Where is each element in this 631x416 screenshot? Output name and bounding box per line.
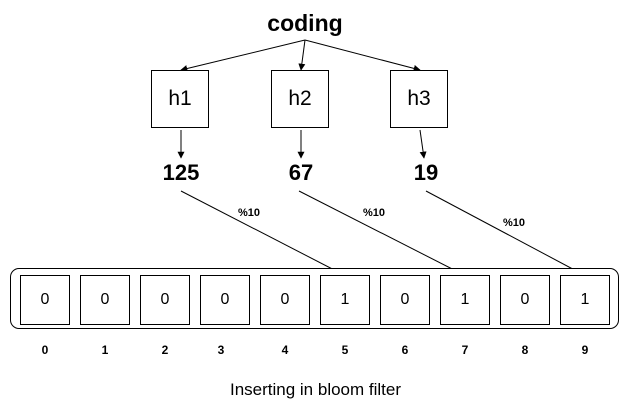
bit-index-2: 2 [161, 343, 169, 357]
hash-function-label: h1 [168, 87, 192, 110]
bit-index-5: 5 [341, 343, 349, 357]
bit-cell-2: 0 [140, 275, 190, 325]
bit-cell-5: 1 [320, 275, 370, 325]
arrow-h3-to-output [419, 129, 427, 159]
arrow-125-to-cell-5 [180, 190, 345, 276]
bit-index-8: 8 [521, 343, 529, 357]
hash-function-h1: h1 [151, 70, 209, 128]
bit-cell-4: 0 [260, 275, 310, 325]
bit-index-4: 4 [281, 343, 289, 357]
arrow-word-to-h2 [298, 39, 306, 71]
hash-output-1: 125 [162, 160, 200, 185]
bit-cell-6: 0 [380, 275, 430, 325]
diagram-caption: Inserting in bloom filter [229, 380, 402, 399]
bit-index-1: 1 [101, 343, 109, 357]
bit-cell-7: 1 [440, 275, 490, 325]
arrow-19-to-cell-9 [425, 190, 585, 276]
arrow-67-to-cell-7 [298, 190, 465, 276]
arrow-word-to-h3 [304, 39, 421, 72]
hash-function-label: h2 [288, 87, 312, 110]
bit-cell-3: 0 [200, 275, 250, 325]
modulo-label-2: %10 [363, 207, 386, 219]
bit-cell-0: 0 [20, 275, 70, 325]
bit-index-7: 7 [461, 343, 469, 357]
bit-cell-9: 1 [560, 275, 610, 325]
bit-index-0: 0 [41, 343, 49, 357]
modulo-label-1: %10 [238, 207, 261, 219]
arrow-word-to-h1 [180, 39, 306, 72]
hash-function-h3: h3 [390, 70, 448, 128]
input-word: coding [267, 10, 343, 36]
modulo-label-3: %10 [503, 217, 526, 229]
bit-index-3: 3 [217, 343, 225, 357]
hash-output-3: 19 [413, 160, 439, 185]
hash-function-h2: h2 [271, 70, 329, 128]
bit-cell-1: 0 [80, 275, 130, 325]
bit-index-9: 9 [581, 343, 589, 357]
bit-cell-8: 0 [500, 275, 550, 325]
hash-function-label: h3 [407, 87, 431, 110]
hash-output-2: 67 [288, 160, 314, 185]
bit-index-6: 6 [401, 343, 409, 357]
